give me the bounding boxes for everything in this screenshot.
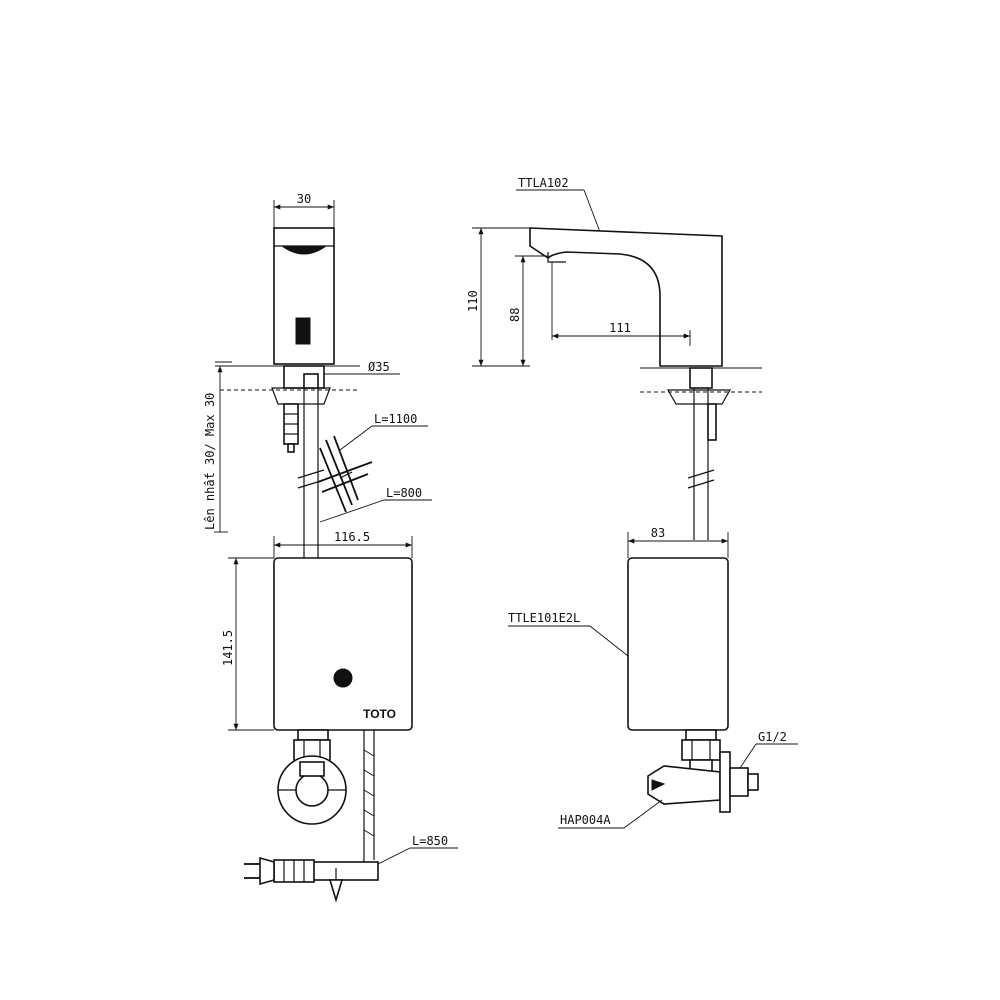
box-model-leader: TTLE101E2L	[508, 611, 629, 657]
total-height-label: 110	[466, 290, 480, 312]
spout-reach-dimension: 111	[551, 262, 691, 346]
box-depth-dimension: 83	[627, 526, 729, 558]
cable-length-1-label: L=1100	[374, 412, 417, 426]
faucet-width-dimension: 30	[273, 192, 335, 228]
box-model-label: TTLE101E2L	[508, 611, 580, 625]
box-width-dimension: 116.5	[273, 530, 413, 558]
base-diameter-dimension: Ø35	[322, 360, 400, 375]
control-box-side	[627, 557, 729, 731]
cable-length-2-label: L=800	[386, 486, 422, 500]
control-box-front: TOTO	[273, 557, 413, 731]
counter-thickness-label: Lên nhất 30/ Max 30	[203, 393, 217, 530]
power-cord-length-label: L=850	[412, 834, 448, 848]
mounting-shank-side	[666, 367, 732, 540]
faucet-width-label: 30	[297, 192, 311, 206]
side-view: TTLA102 110 88 111	[466, 176, 798, 829]
base-diameter-label: Ø35	[368, 360, 390, 374]
box-depth-label: 83	[651, 526, 665, 540]
box-width-label: 116.5	[334, 530, 370, 544]
valve-model-label: HAP004A	[560, 813, 611, 827]
thread-size-label: G1/2	[758, 730, 787, 744]
spout-reach-label: 111	[609, 321, 631, 335]
faucet-model-label: TTLA102	[518, 176, 569, 190]
thread-size-leader: G1/2	[739, 730, 798, 769]
spout-height-dimension: 88	[508, 255, 548, 366]
box-height-label: 141.5	[221, 630, 235, 666]
hoses-front	[297, 373, 325, 560]
valve-side	[647, 729, 759, 813]
front-view: 30 Ø35	[203, 192, 458, 903]
box-height-dimension: 141.5	[221, 557, 274, 731]
valve-model-leader: HAP004A	[558, 799, 663, 829]
power-cord-length-leader: L=850	[377, 834, 458, 865]
counter-thickness-dimension: Lên nhất 30/ Max 30	[203, 366, 228, 533]
sensor-window	[295, 317, 311, 345]
spout-height-label: 88	[508, 308, 522, 322]
mounting-shank-front	[271, 365, 331, 453]
faucet-body-front	[273, 227, 335, 365]
power-cord	[244, 730, 379, 903]
box-brand-label: TOTO	[363, 707, 396, 721]
cable-length-leaders: L=1100 L=800	[319, 412, 432, 523]
faucet-body-side	[529, 227, 723, 367]
cable-coil	[317, 435, 373, 513]
valve-fitting-front	[277, 729, 347, 825]
indicator-dot	[333, 668, 353, 688]
faucet-model-leader: TTLA102	[516, 176, 601, 233]
total-height-dimension: 110	[466, 227, 530, 367]
